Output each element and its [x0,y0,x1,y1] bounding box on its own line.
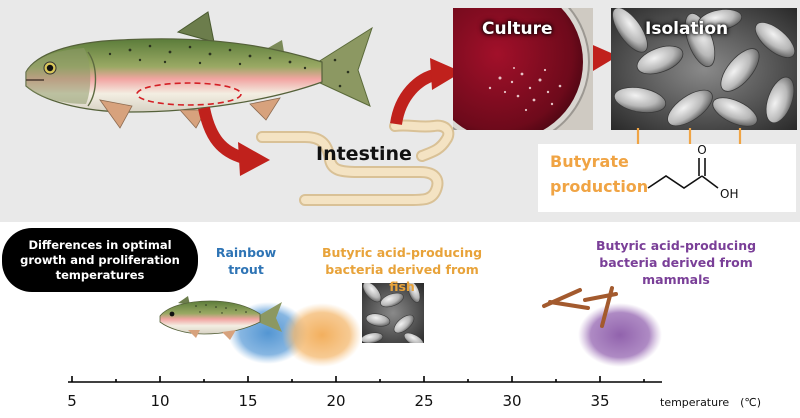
intestine-label: Intestine [316,143,412,165]
fish-bacteria-sem-photo [362,283,424,343]
badge-line: growth and proliferation [20,252,180,267]
mammal-bacteria-label-line: mammals [642,272,710,287]
culture-label: Culture [482,19,553,39]
mammal-bacteria-label-line: bacteria derived from [599,255,753,270]
axis-tick-label: 25 [414,392,434,410]
production-label: production [550,177,649,196]
rainbow-trout-label: Rainbow trout [210,244,282,278]
badge-line: Differences in optimal [28,237,172,252]
axis-title: temperature (℃) [660,396,762,409]
mammal-bacteria-range-blob [578,303,662,367]
axis-tick-label: 35 [590,392,610,410]
rainbow-trout-label-line: Rainbow [215,245,277,260]
red-arrow-icon [390,58,462,126]
rainbow-trout-label-line: trout [228,262,264,277]
isolation-label: Isolation [645,19,729,39]
mammal-bacteria-label: Butyric acid-producing bacteria derived … [590,237,762,288]
rainbow-trout-illustration [25,11,373,129]
temperature-difference-badge: Differences in optimal growth and prolif… [2,228,198,292]
culture-dish-photo [453,8,593,130]
badge-text: Differences in optimal growth and prolif… [15,238,185,283]
red-arrow-icon [198,106,270,176]
axis-tick-label: 5 [67,392,77,410]
axis-tick-label: 20 [326,392,346,410]
fish-bacteria-label: Butyric acid-producing bacteria derived … [312,244,492,295]
intestine-highlight [136,82,242,106]
mammal-bacteria-rods-icon [542,286,618,328]
fish-bacteria-label-line: bacteria derived from fish [325,262,479,294]
fish-bacteria-range-blob [282,303,362,367]
fish-bacteria-label-line: Butyric acid-producing [321,245,483,260]
axis-tick-label: 10 [150,392,170,410]
small-trout-icon [159,296,282,340]
butyrate-label: Butyrate [550,152,629,171]
badge-line: temperatures [55,267,145,282]
isolation-sem-photo [611,8,797,130]
axis-tick-label: 15 [238,392,258,410]
axis-tick-label: 30 [502,392,522,410]
intestine-illustration [256,119,455,206]
mammal-bacteria-label-line: Butyric acid-producing [595,238,757,253]
temperature-axis [68,376,662,383]
